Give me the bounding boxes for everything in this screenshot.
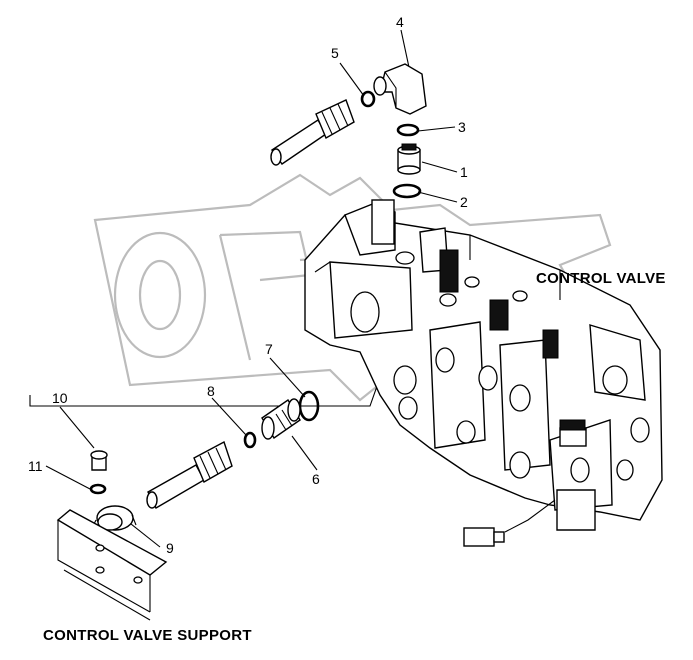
washer-11: [89, 483, 107, 495]
callout-4: 4: [396, 14, 404, 30]
control-valve-block: [304, 199, 663, 531]
control-valve-support: [56, 509, 168, 621]
lower-hose: [146, 440, 233, 509]
callout-3: 3: [458, 119, 466, 135]
callout-1: 1: [460, 164, 468, 180]
clamp-9: [89, 505, 137, 533]
bolt-10: [90, 450, 108, 471]
callout-8: 8: [207, 383, 215, 399]
adapter-1: [397, 143, 421, 175]
o-ring-2: [392, 183, 422, 199]
callout-7: 7: [265, 341, 273, 357]
o-ring-5: [360, 90, 376, 108]
control-valve-label: CONTROL VALVE: [536, 270, 666, 287]
callout-6: 6: [312, 471, 320, 487]
o-ring-3: [396, 123, 420, 137]
elbow-fitting: [373, 63, 427, 115]
upper-hose: [270, 99, 355, 166]
control-valve-support-label: CONTROL VALVE SUPPORT: [43, 627, 252, 644]
callout-11: 11: [28, 458, 43, 474]
callout-10: 10: [52, 390, 68, 406]
adapter-6: [261, 398, 301, 440]
valve-cable-connector: [463, 499, 556, 547]
o-ring-8: [243, 431, 257, 449]
callout-2: 2: [460, 194, 468, 210]
callout-9: 9: [166, 540, 174, 556]
callout-numbers: 1 2 3 4 5 6 7 8 9 10 11: [28, 14, 468, 556]
callout-5: 5: [331, 45, 339, 61]
